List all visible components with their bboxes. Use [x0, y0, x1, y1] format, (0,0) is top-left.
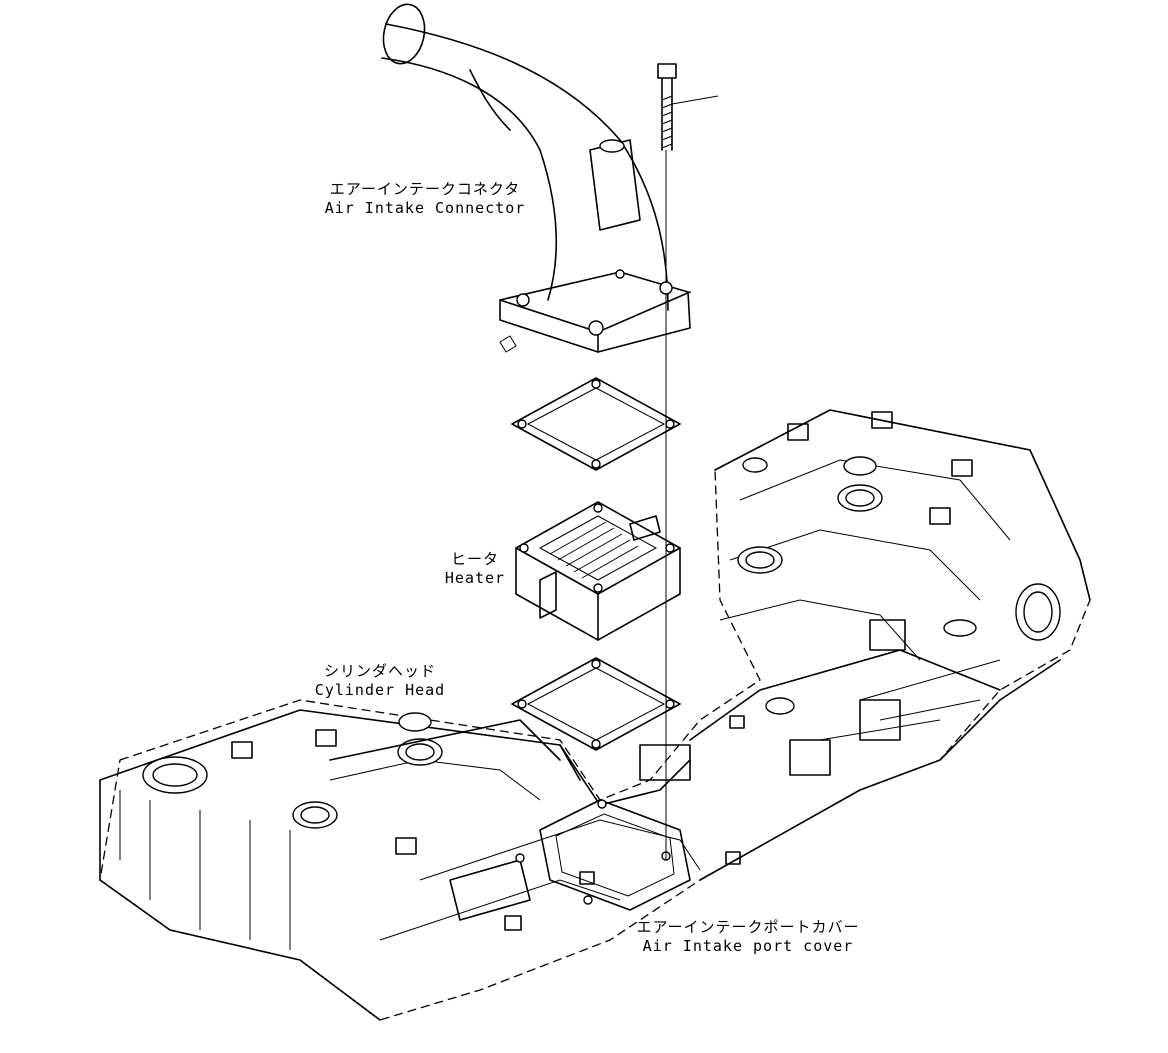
upper-gasket-part [511, 377, 681, 471]
heater-part [515, 501, 681, 641]
air-intake-connector-part [381, 3, 691, 353]
heater-label-en: Heater [444, 569, 506, 587]
air-intake-port-cover-label: エアーインテークポートカバー Air Intake port cover [636, 918, 860, 956]
cylinder-head-label-ja: シリンダヘッド [323, 662, 436, 680]
heater-label: ヒータ Heater [440, 550, 510, 588]
air-intake-connector-label-ja: エアーインテークコネクタ [329, 180, 521, 198]
cylinder-head-label: シリンダヘッド Cylinder Head [306, 662, 454, 700]
air-intake-connector-label: エアーインテークコネクタ Air Intake Connector [320, 180, 530, 218]
cylinder-head-part [99, 409, 1091, 1021]
long-bolt [657, 63, 719, 860]
heater-label-ja: ヒータ [450, 550, 499, 568]
air-intake-port-cover-label-en: Air Intake port cover [642, 937, 854, 955]
air-intake-connector-label-en: Air Intake Connector [324, 199, 526, 217]
cylinder-head-label-en: Cylinder Head [314, 681, 446, 699]
air-intake-port-cover-label-ja: エアーインテークポートカバー [636, 918, 860, 936]
lower-gasket-part [511, 657, 681, 751]
